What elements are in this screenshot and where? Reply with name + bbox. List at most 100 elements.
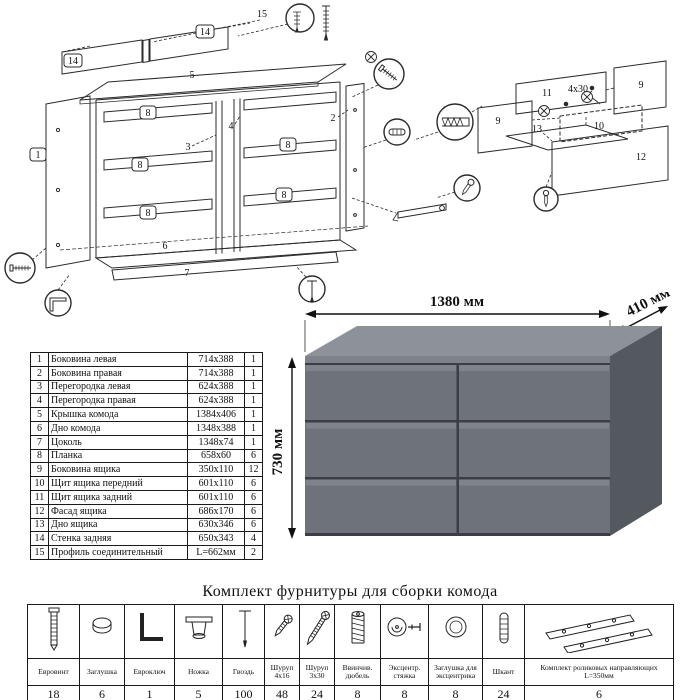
hw-name-cell: Заглушка для эксцентрика (428, 658, 483, 686)
plinth (111, 251, 339, 281)
part-num: 10 (30, 476, 49, 491)
hw-icon-cell (428, 604, 483, 659)
part-num: 12 (30, 503, 49, 519)
part-label-14a: 14 (63, 53, 83, 68)
svg-text:8: 8 (146, 208, 151, 219)
top-screw-icon (322, 5, 330, 41)
part-name: Крышка комода (48, 407, 188, 422)
hw-qty-cell: 8 (380, 685, 429, 700)
part-label-15: 15 (257, 9, 267, 20)
hw-qty-cell: 8 (428, 685, 483, 700)
hw-name-cell: Эксцентр. стяжка (380, 658, 429, 686)
drawer-runner-detail (351, 197, 447, 222)
hw-qty-cell: 1 (124, 685, 175, 700)
drawer-exploded (477, 60, 669, 197)
part-label-3: 3 (186, 142, 191, 153)
svg-text:1380 мм: 1380 мм (430, 294, 484, 310)
hw-qty-cell: 48 (264, 685, 300, 700)
screw-long-icon (306, 610, 330, 646)
hw-name-cell: Ножка (174, 658, 223, 686)
part-qty: 6 (244, 517, 263, 533)
wood-dowel-icon (499, 612, 508, 644)
part-name: Фасад ящика (48, 503, 188, 519)
part-size: 1348x74 (187, 434, 245, 450)
screw-short-icon (274, 614, 293, 637)
dresser-render: 1380 мм 410 мм 730 мм (270, 285, 700, 575)
hw-icon-cell (222, 604, 265, 659)
callout-screw-drawer-icon (533, 171, 559, 212)
hw-icon-cell (264, 604, 300, 659)
hw-qty-cell: 6 (79, 685, 125, 700)
part-name: Стенка задняя (48, 531, 188, 547)
dresser-illustration: 1380 мм 410 мм 730 мм (270, 285, 673, 539)
svg-text:1: 1 (36, 150, 41, 161)
hw-icon-cell (482, 604, 525, 659)
part-label-2: 2 (331, 113, 336, 124)
part-num: 9 (30, 462, 49, 478)
part-label-9-right: 9 (639, 80, 644, 91)
part-label-13: 13 (532, 124, 542, 135)
hardware-icon-row (27, 604, 674, 659)
callout-dowel-icon (361, 118, 411, 149)
hw-qty-cell: 6 (524, 685, 674, 700)
part-qty: 6 (244, 448, 263, 464)
part-size: 714x388 (187, 365, 245, 381)
part-name: Перегородка левая (48, 379, 188, 395)
part-name: Боковина правая (48, 365, 188, 381)
part-qty: 1 (244, 365, 263, 381)
part-label-5: 5 (190, 70, 195, 81)
part-label-14b: 14 (195, 24, 215, 39)
back-panels (61, 19, 261, 75)
carcass-frame (59, 81, 369, 259)
svg-text:8: 8 (282, 190, 287, 201)
part-size: 601x110 (187, 489, 245, 505)
part-qty: 12 (244, 462, 263, 478)
part-qty: 6 (244, 489, 263, 505)
callout-confirmat-left-icon (4, 247, 47, 284)
hw-name-cell: Шуруп 4x16 (264, 658, 300, 686)
hw-name-cell: Комплект роликовых направляющих L=350мм (524, 658, 674, 686)
part-qty: 6 (244, 503, 263, 519)
screw-size-note: 4x30 (568, 84, 588, 95)
part-qty: 1 (244, 420, 263, 436)
part-qty: 6 (244, 476, 263, 491)
part-name: Щит ящика передний (48, 476, 188, 491)
threaded-dowel-icon (351, 611, 364, 644)
part-name: Боковина левая (48, 352, 188, 367)
part-num: 8 (30, 448, 49, 464)
part-qty: 2 (244, 545, 263, 560)
part-label-11: 11 (542, 88, 552, 99)
part-label-6: 6 (163, 241, 168, 252)
part-label-10: 10 (594, 121, 604, 132)
part-num: 11 (30, 489, 49, 505)
svg-text:8: 8 (146, 108, 151, 119)
hw-qty-cell: 100 (222, 685, 265, 700)
hw-icon-cell (299, 604, 335, 659)
part-name: Профиль соединительный (48, 545, 188, 560)
part-num: 3 (30, 379, 49, 395)
part-name: Щит ящика задний (48, 489, 188, 505)
part-name: Дно комода (48, 420, 188, 436)
part-qty: 1 (244, 352, 263, 367)
cam-cap-icon (445, 616, 466, 638)
part-name: Перегородка правая (48, 393, 188, 409)
part-qty: 1 (244, 393, 263, 409)
bottom-panel (94, 239, 358, 269)
part-name: Дно ящика (48, 517, 188, 533)
euro-screw-icon (48, 607, 59, 651)
part-size: 650x343 (187, 531, 245, 547)
callout-bracket-icon (44, 273, 72, 317)
hw-icon-cell (124, 604, 175, 659)
left-side-panel (45, 95, 91, 269)
part-label-8c: 8 (139, 205, 157, 220)
